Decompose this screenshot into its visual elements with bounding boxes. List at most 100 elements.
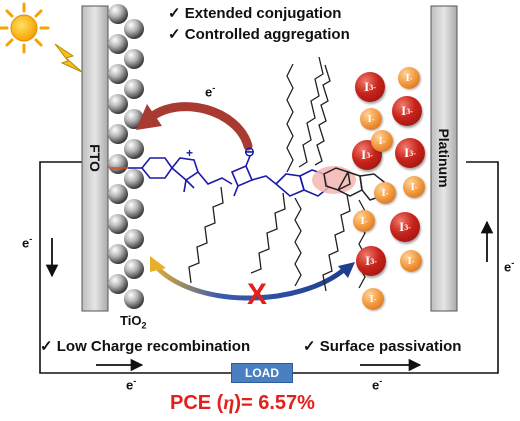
tio2-sphere	[108, 64, 128, 84]
tio2-sphere	[108, 154, 128, 174]
electron-label-bottom-right: e-	[372, 376, 382, 392]
lightning-bolt-icon	[54, 43, 83, 73]
arc-origin-wedge	[150, 256, 166, 272]
feature-text: Low Charge recombination	[56, 338, 251, 355]
tio2-nanoparticles	[108, 4, 144, 309]
ion-base: I	[378, 135, 383, 147]
alkyl-chain	[250, 192, 286, 274]
ion-base: I	[365, 253, 371, 268]
tio2-sphere	[124, 139, 144, 159]
ion-sub: 3	[409, 148, 414, 158]
load-box: LOAD	[231, 363, 293, 383]
pce-prefix: PCE (	[170, 392, 224, 414]
pce-symbol: η	[223, 392, 235, 414]
tio2-subscript: 2	[141, 320, 147, 331]
platinum-label: Platinum	[436, 128, 452, 188]
feature-check-icon: ✓	[168, 5, 181, 22]
feature-surface-passivation: ✓ Surface passivation	[303, 337, 461, 355]
ion-base: I	[404, 145, 410, 160]
dye-negative-charge: ⊖	[244, 144, 255, 159]
ion-sup: -	[382, 136, 386, 146]
iodide-ion: I-	[353, 210, 375, 232]
platinum-electrode	[430, 5, 458, 312]
electron-injection-arrow	[145, 102, 253, 151]
alkyl-chain	[314, 64, 331, 166]
ion-sup: -	[373, 294, 377, 304]
fto-label: FTO	[87, 144, 103, 172]
ion-sup: -	[411, 256, 415, 266]
feature-low-charge-recombination: ✓ Low Charge recombination	[40, 337, 250, 355]
ion-sup: -	[409, 73, 413, 83]
ion-sup: -	[408, 222, 411, 232]
recombination-arc	[150, 260, 348, 301]
ion-sup: -	[371, 114, 375, 124]
tio2-sphere	[108, 214, 128, 234]
ion-sub: 3	[404, 222, 409, 232]
ion-sup: -	[373, 82, 376, 92]
ion-base: I	[369, 293, 374, 305]
alkyl-chain	[294, 197, 302, 287]
tio2-sphere	[124, 199, 144, 219]
injection-arrowhead	[136, 104, 162, 130]
recombination-arrowhead	[338, 262, 355, 278]
feature-check-icon: ✓	[168, 26, 181, 43]
blocked-recombination-mark: X	[247, 278, 268, 311]
alkyl-chains	[188, 56, 366, 292]
tio2-sphere	[124, 49, 144, 69]
tio2-sphere	[124, 79, 144, 99]
ion-sub: 3	[369, 82, 374, 92]
ion-base: I	[367, 113, 372, 125]
feature-controlled-aggregation: ✓ Controlled aggregation	[168, 25, 350, 43]
e-base: e	[504, 259, 512, 275]
tio2-sphere	[108, 94, 128, 114]
ion-sup: -	[370, 150, 373, 160]
e-base: e	[22, 235, 30, 251]
electron-label-injection: e-	[205, 83, 215, 99]
ion-sup: -	[374, 256, 377, 266]
ion-base: I	[381, 187, 386, 199]
tio2-sphere	[108, 184, 128, 204]
ion-base: I	[361, 147, 367, 162]
electron-label-right-wire: e-	[504, 258, 514, 274]
alkyl-chain	[322, 194, 351, 292]
electron-label-left-wire: e-	[22, 234, 32, 250]
feature-text: Surface passivation	[319, 338, 462, 355]
feature-text: Controlled aggregation	[184, 26, 350, 43]
tio2-sphere	[124, 259, 144, 279]
tio2-sphere	[108, 124, 128, 144]
alkyl-chain	[188, 186, 224, 284]
ion-base: I	[360, 215, 365, 227]
sun-icon	[0, 2, 50, 54]
e-sup: -	[511, 258, 515, 268]
alkyl-chain	[298, 56, 324, 168]
ion-sub: 3	[370, 256, 375, 266]
feature-extended-conjugation: ✓ Extended conjugation	[168, 4, 341, 22]
tio2-sphere	[108, 4, 128, 24]
iodide-ion: I-	[360, 108, 382, 130]
feature-text: Extended conjugation	[184, 5, 342, 22]
ion-base: I	[405, 72, 410, 84]
ion-base: I	[399, 219, 405, 234]
fto-electrode	[81, 5, 109, 312]
iodide-ion: I-	[374, 182, 396, 204]
e-sup: -	[379, 376, 383, 386]
ion-sup: -	[414, 182, 418, 192]
tio2-sphere	[124, 169, 144, 189]
ion-sub: 3	[366, 150, 371, 160]
feature-check-icon: ✓	[40, 338, 53, 355]
e-base: e	[205, 84, 213, 100]
ion-sup: -	[364, 216, 368, 226]
circuit-wire-right	[292, 161, 499, 374]
ion-sup: -	[385, 188, 389, 198]
dye-positive-charge: +	[186, 146, 194, 160]
feature-check-icon: ✓	[303, 338, 316, 355]
e-base: e	[372, 377, 380, 393]
tio2-sphere	[124, 289, 144, 309]
ion-base: I	[364, 79, 370, 94]
